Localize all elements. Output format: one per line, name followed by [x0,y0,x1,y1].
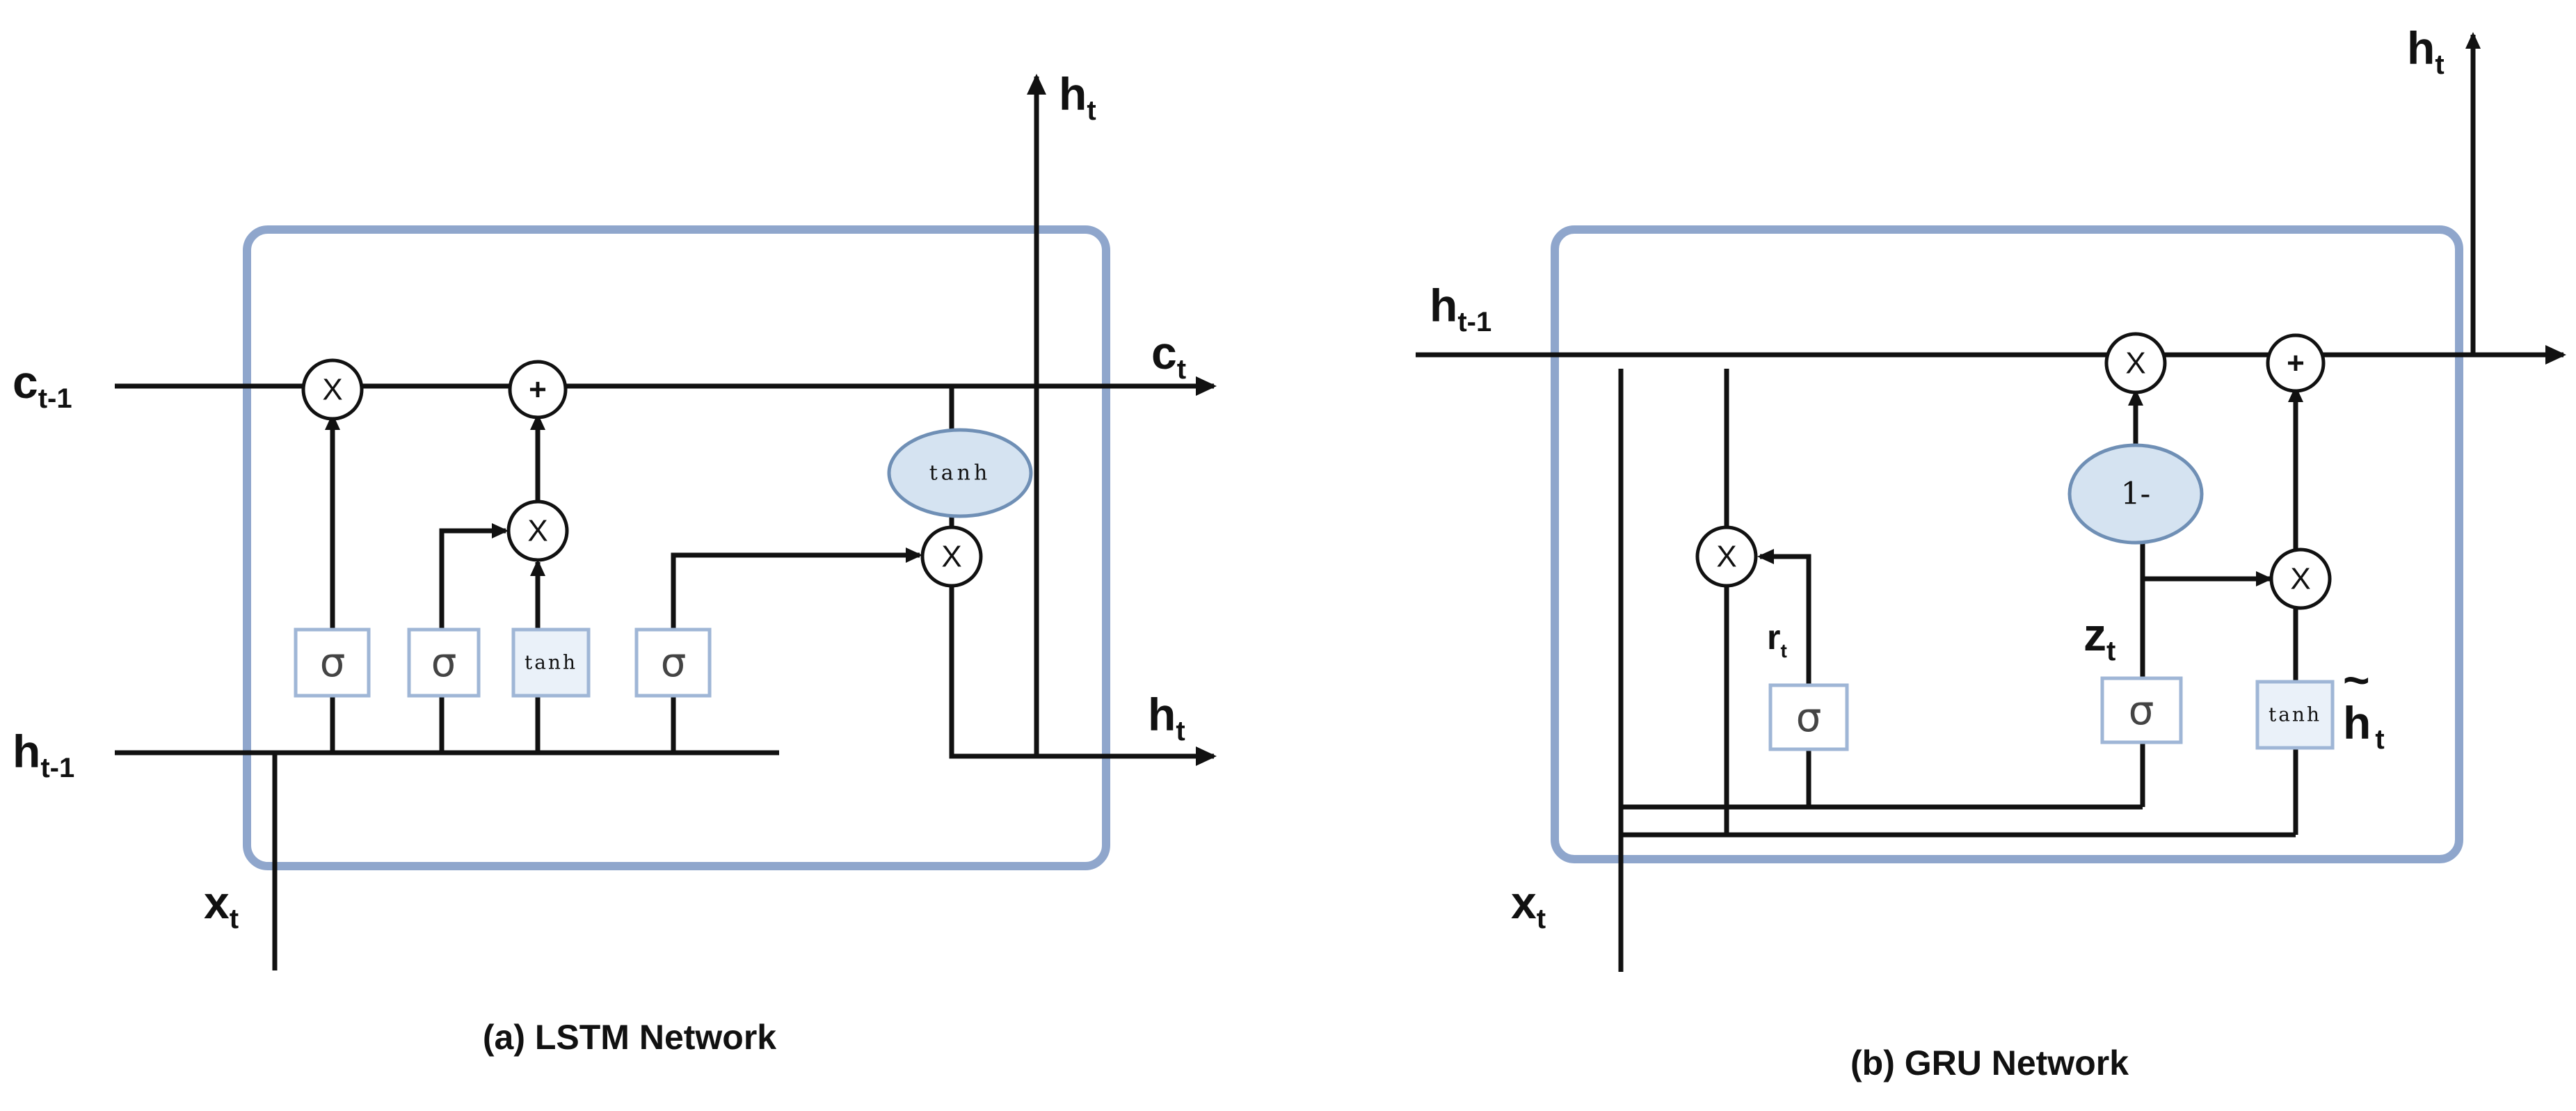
lstm-label-x-in: xt [204,877,239,934]
lstm-label-c-next: ct [1151,327,1186,385]
gru-label-z: zt [2083,609,2115,666]
lstm-forget-gate: σ [294,628,371,698]
lstm-output-multiply: X [920,525,983,588]
gru-cell-border [1551,225,2463,863]
gru-update-multiply: X [2269,547,2332,610]
lstm-add-node: + [508,360,568,419]
gru-update-gate: σ [2100,676,2183,744]
add-node [508,360,568,419]
tanh-gate-label: tanh [525,651,577,674]
multiply-node [1695,525,1758,588]
sigma-symbol: σ [1796,694,1822,741]
sigma-symbol: σ [2129,687,2154,734]
multiply-node [301,358,364,421]
sigma-symbol: σ [320,639,346,686]
sigma-box [2100,676,2183,744]
gru-reset-gate: σ [1768,683,1849,751]
gru-forget-multiply: X [2104,332,2167,394]
tanh-ellipse [887,428,1033,518]
lstm-output-wire [949,584,1217,766]
lstm-cell-border [243,225,1110,870]
lstm-input-gate: σ [407,628,481,698]
multiply-symbol: X [941,540,961,574]
multiply-symbol: X [2125,346,2145,381]
gru-reset-multiply: X [1695,525,1758,588]
lstm-input-multiply: X [506,499,569,562]
multiply-node [920,525,983,588]
tanh-gate-label: tanh [2269,703,2321,726]
gru-add-node: + [2266,333,2326,393]
gru-label-h-top: ht [2407,22,2445,80]
lstm-label-c-prev: ct-1 [13,356,72,414]
sigma-box [407,628,481,698]
multiply-node [2269,547,2332,610]
one-minus-ellipse [2067,443,2204,545]
lstm-label-h-prev: ht-1 [13,726,74,783]
multiply-symbol: X [527,514,547,548]
multiply-symbol: X [1716,540,1736,574]
multiply-symbol: X [2290,562,2310,596]
tanh-cell-label: tanh [929,461,991,486]
add-symbol: + [2287,346,2305,381]
lstm-diagram: X + X X tanh σ σ tanh [13,68,1217,1057]
add-symbol: + [529,373,547,407]
h-tilde-accent: ~ [2343,654,2370,705]
multiply-node [506,499,569,562]
sigma-box [1768,683,1849,751]
gru-candidate-gate: tanh [2255,680,2335,750]
lstm-forget-multiply: X [301,358,364,421]
multiply-symbol: X [322,373,342,407]
one-minus-label: 1- [2121,477,2151,512]
gru-reset-wire [1757,549,1811,807]
lstm-label-h-top: ht [1059,68,1096,126]
gru-caption: (b) GRU Network [1850,1044,2129,1082]
lstm-label-h-right: ht [1148,689,1185,746]
add-node [2266,333,2326,393]
sigma-symbol: σ [661,639,687,686]
gru-label-h-prev: ht-1 [1430,280,1491,337]
sigma-box [294,628,371,698]
lstm-tanh-cell: tanh [887,428,1033,518]
gru-label-x-in: xt [1511,877,1546,934]
sigma-box [634,628,712,698]
lstm-candidate-gate: tanh [511,628,591,698]
lstm-caption: (a) LSTM Network [483,1018,776,1057]
multiply-node [2104,332,2167,394]
tanh-box [2255,680,2335,750]
gru-diagram: X X + X 1- σ σ tanh [1416,22,2566,1082]
lstm-output-gate: σ [634,628,712,698]
tanh-box [511,628,591,698]
gru-one-minus: 1- [2067,443,2204,545]
sigma-symbol: σ [431,639,457,686]
gru-label-r: rt [1767,618,1787,662]
